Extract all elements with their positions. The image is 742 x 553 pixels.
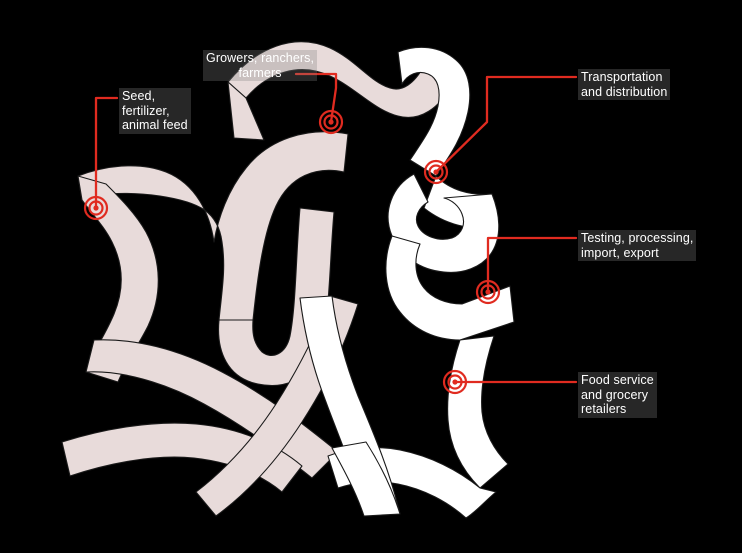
callout-label-growers: Growers, ranchers, farmers — [203, 50, 318, 81]
leaf-stroke-top-connector — [227, 81, 265, 141]
leaf-right-half — [299, 46, 515, 519]
marker-growers[interactable] — [318, 109, 344, 135]
leader-line-transportation — [434, 75, 578, 174]
leaf-stroke-to-testing — [385, 235, 515, 341]
leaf-stroke-upper-left — [77, 131, 349, 321]
leaf-stroke-upper-valley — [218, 207, 335, 386]
leader-lines — [94, 72, 578, 384]
marker-foodservice[interactable] — [442, 369, 468, 395]
leaf-stroke-to-foodservice — [447, 335, 509, 489]
marker-transportation[interactable] — [423, 159, 449, 185]
marker-testing[interactable] — [475, 279, 501, 305]
leaf-stroke-bottom-left-hook — [61, 422, 303, 493]
leaf-stroke-left-spine — [77, 175, 159, 383]
callout-label-foodservice: Food service and grocery retailers — [578, 372, 657, 418]
callout-markers — [83, 109, 501, 395]
callout-label-transportation: Transportation and distribution — [578, 69, 671, 100]
leader-line-growers — [294, 72, 338, 124]
callout-label-seed: Seed, fertilizer, animal feed — [119, 88, 191, 134]
marker-seed[interactable] — [83, 195, 109, 221]
callout-label-testing: Testing, processing, import, export — [578, 230, 697, 261]
leader-line-testing — [486, 236, 578, 294]
leader-line-seed — [94, 96, 119, 210]
leaf-stroke-white-wedge — [331, 441, 401, 517]
